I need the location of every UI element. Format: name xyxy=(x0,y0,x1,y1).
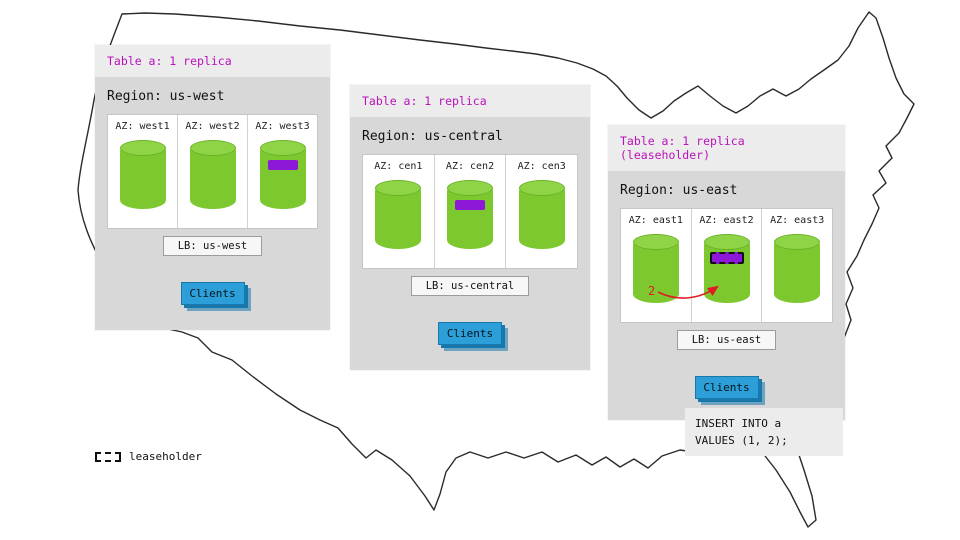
table-header: Table a: 1 replica (leaseholder) xyxy=(608,125,845,171)
az-column: AZ: cen2 xyxy=(433,155,506,268)
database-cylinder xyxy=(375,180,422,250)
leaseholder-swatch-icon xyxy=(95,451,121,462)
panel-body: Region: us-west AZ: west1 AZ: west2 xyxy=(95,77,330,330)
cylinder-top xyxy=(632,234,679,250)
cylinder-top xyxy=(259,140,306,156)
database-cylinder xyxy=(447,180,493,250)
cylinder-top xyxy=(774,234,821,250)
database-cylinder xyxy=(774,234,821,304)
cylinder-top xyxy=(375,180,422,196)
sql-line-2: VALUES (1, 2); xyxy=(695,434,788,448)
sql-query-box: INSERT INTO a VALUES (1, 2); xyxy=(685,408,843,456)
replica-band xyxy=(455,200,485,210)
clients-button: Clients xyxy=(180,282,245,305)
cylinder-body xyxy=(447,188,493,249)
cylinder-body xyxy=(259,148,306,209)
load-balancer: LB: us-east xyxy=(676,330,777,350)
az-column: AZ: cen3 xyxy=(505,155,577,268)
clients-button: Clients xyxy=(694,376,759,399)
database-cylinder xyxy=(259,140,306,210)
table-label: Table a: 1 replica xyxy=(362,94,487,108)
az-row: AZ: west1 AZ: west2 AZ: west3 xyxy=(107,114,318,229)
az-column: AZ: east1 xyxy=(621,209,691,322)
cylinder-body xyxy=(518,188,565,249)
region-title: Region: us-central xyxy=(362,129,503,144)
cylinder-body xyxy=(119,148,166,209)
az-row: AZ: cen1 AZ: cen2 AZ: cen3 xyxy=(362,154,578,269)
replica-band xyxy=(267,160,298,170)
cylinder-top xyxy=(189,140,236,156)
az-label: AZ: west3 xyxy=(255,121,310,132)
az-column: AZ: west2 xyxy=(177,115,247,228)
region-title: Region: us-east xyxy=(620,183,738,198)
cylinder-top xyxy=(447,180,493,196)
cylinder-body xyxy=(774,242,821,303)
az-row: AZ: east1 AZ: east2 AZ: east3 xyxy=(620,208,833,323)
value-annotation: 2 xyxy=(648,284,656,298)
sql-line-1: INSERT INTO a xyxy=(695,417,782,430)
region-panel-us-west: Table a: 1 replica Region: us-west AZ: w… xyxy=(95,45,330,330)
database-cylinder xyxy=(518,180,565,250)
cylinder-body xyxy=(375,188,422,249)
database-cylinder xyxy=(189,140,236,210)
leaseholder-band xyxy=(709,252,744,264)
table-label: Table a: 1 replica (leaseholder) xyxy=(620,134,745,162)
database-cylinder xyxy=(703,234,750,304)
cylinder-body xyxy=(189,148,236,209)
load-balancer: LB: us-central xyxy=(410,276,530,296)
table-label: Table a: 1 replica xyxy=(107,54,232,68)
cylinder-top xyxy=(518,180,565,196)
database-cylinder xyxy=(632,234,679,304)
az-label: AZ: cen2 xyxy=(445,161,495,172)
database-cylinder xyxy=(119,140,166,210)
az-label: AZ: west1 xyxy=(115,121,170,132)
load-balancer: LB: us-west xyxy=(162,236,263,256)
legend-label: leaseholder xyxy=(129,450,202,463)
az-column: AZ: west1 xyxy=(108,115,177,228)
az-label: AZ: east3 xyxy=(770,215,825,226)
az-label: AZ: cen3 xyxy=(517,161,566,172)
panel-body: Region: us-east AZ: east1 AZ: east2 xyxy=(608,171,845,420)
cylinder-body xyxy=(632,242,679,303)
table-header: Table a: 1 replica xyxy=(95,45,330,77)
clients-button: Clients xyxy=(438,322,502,345)
az-column: AZ: east2 xyxy=(690,209,762,322)
region-title: Region: us-west xyxy=(107,89,225,104)
az-column: AZ: cen1 xyxy=(363,155,434,268)
table-header: Table a: 1 replica xyxy=(350,85,590,117)
cylinder-top xyxy=(703,234,750,250)
az-column: AZ: east3 xyxy=(761,209,832,322)
region-panel-us-east: Table a: 1 replica (leaseholder) Region:… xyxy=(608,125,845,420)
legend: leaseholder xyxy=(95,450,202,463)
az-label: AZ: east1 xyxy=(628,215,683,226)
az-label: AZ: east2 xyxy=(699,215,754,226)
panel-body: Region: us-central AZ: cen1 AZ: cen2 xyxy=(350,117,590,370)
cylinder-top xyxy=(119,140,166,156)
az-label: AZ: west2 xyxy=(185,121,240,132)
az-column: AZ: west3 xyxy=(247,115,317,228)
az-label: AZ: cen1 xyxy=(374,161,423,172)
region-panel-us-central: Table a: 1 replica Region: us-central AZ… xyxy=(350,85,590,370)
